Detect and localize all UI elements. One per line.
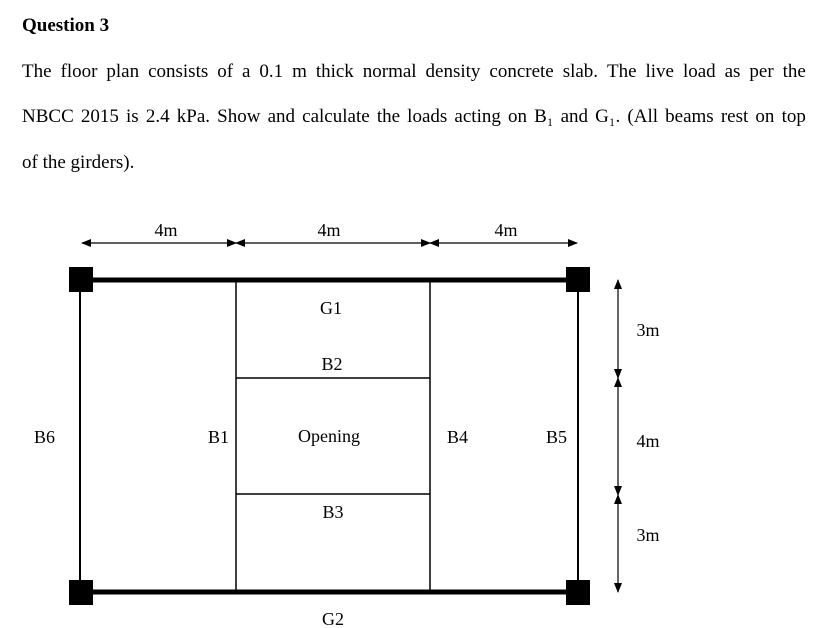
word: Show <box>217 106 261 127</box>
word: concrete <box>489 61 554 82</box>
word: floor <box>60 61 98 82</box>
word: as <box>724 61 741 82</box>
label-b4: B4 <box>447 427 468 447</box>
word: kPa. <box>176 106 210 127</box>
label-g2: G2 <box>322 609 344 628</box>
side-dimension-label-1: 3m <box>636 320 659 340</box>
column-top-left <box>69 267 93 292</box>
side-dimension-label-3: 3m <box>636 525 659 545</box>
label-b2: B2 <box>321 354 342 374</box>
word: on <box>508 106 527 127</box>
label-opening: Opening <box>298 426 360 446</box>
column-bottom-left <box>69 580 93 605</box>
word: a <box>241 61 251 82</box>
question-text-line-3: of the girders). <box>22 152 135 173</box>
word: beams <box>665 106 714 127</box>
word: 2015 <box>80 106 119 127</box>
word: and <box>560 106 589 127</box>
word: density <box>425 61 481 82</box>
label-b5: B5 <box>546 427 567 447</box>
label-b6: B6 <box>34 427 55 447</box>
word: loads <box>407 106 448 127</box>
word: G₁. <box>595 106 621 127</box>
word: and <box>267 106 296 127</box>
word: plan <box>106 61 140 82</box>
word: is <box>126 106 139 127</box>
word: on <box>755 106 775 127</box>
label-g1: G1 <box>320 298 342 318</box>
word: calculate <box>302 106 370 127</box>
word: m <box>292 61 307 82</box>
column-bottom-right <box>566 580 590 605</box>
word: normal <box>362 61 417 82</box>
word: 0.1 <box>259 61 284 82</box>
word: (All <box>627 106 659 127</box>
top-dimension-label-2: 4m <box>317 220 340 240</box>
word: per <box>749 61 774 82</box>
word: thick <box>315 61 354 82</box>
label-b3: B3 <box>322 502 343 522</box>
word: of <box>217 61 234 82</box>
side-dimension-label-2: 4m <box>636 431 659 451</box>
word: slab. <box>562 61 599 82</box>
word: load <box>682 61 716 82</box>
top-dimension-label-3: 4m <box>494 220 517 240</box>
word: the <box>782 61 806 82</box>
word: live <box>645 61 675 82</box>
word: acting <box>454 106 501 127</box>
question-heading: Question 3 <box>22 15 110 36</box>
word: B₁ <box>534 106 554 127</box>
top-dimension-label-1: 4m <box>154 220 177 240</box>
word: the <box>376 106 401 127</box>
word: consists <box>148 61 209 82</box>
label-b1: B1 <box>208 427 229 447</box>
word: rest <box>720 106 749 127</box>
word: The <box>607 61 637 82</box>
word: 2.4 <box>145 106 170 127</box>
word: NBCC <box>22 106 74 127</box>
column-top-right <box>566 267 590 292</box>
word: The <box>22 61 52 82</box>
word: top <box>781 106 806 127</box>
